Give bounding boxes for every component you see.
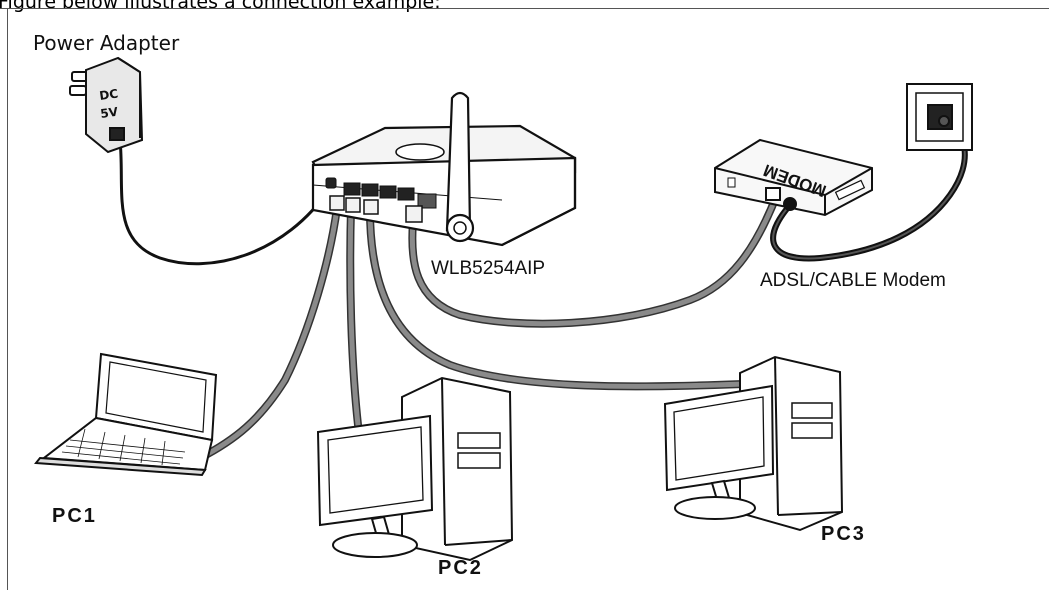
desktop-pc2-icon bbox=[316, 376, 514, 562]
pc2-label: PC2 bbox=[438, 557, 483, 579]
wall-jack-icon bbox=[906, 83, 973, 151]
modem-icon bbox=[714, 138, 873, 217]
figure-caption: Figure below illustrates a connection ex… bbox=[0, 0, 441, 13]
adapter-text-dc: DC bbox=[98, 86, 119, 103]
frame-top-border bbox=[0, 8, 1049, 9]
modem-label: ADSL/CABLE Modem bbox=[760, 270, 946, 291]
power-cable bbox=[118, 138, 332, 266]
router-icon bbox=[311, 91, 577, 247]
frame-left-border bbox=[7, 8, 8, 590]
router-label: WLB5254AIP bbox=[431, 258, 546, 279]
power-adapter-label: Power Adapter bbox=[33, 31, 180, 55]
adapter-text-5v: 5V bbox=[99, 105, 119, 121]
power-adapter-icon bbox=[69, 56, 144, 154]
pc1-label: PC1 bbox=[52, 505, 97, 527]
cables bbox=[118, 120, 968, 462]
laptop-icon bbox=[34, 352, 218, 477]
pc3-label: PC3 bbox=[821, 523, 866, 545]
desktop-pc3-icon bbox=[663, 355, 844, 532]
